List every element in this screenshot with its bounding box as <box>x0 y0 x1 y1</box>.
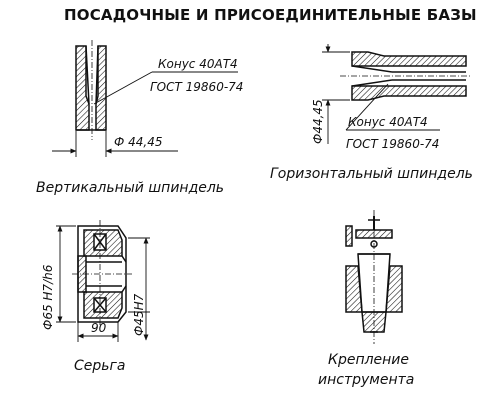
horizontal-standard-label: ГОСТ 19860-74 <box>346 137 439 151</box>
horizontal-diameter-label: Ф44,45 <box>311 99 325 144</box>
earring-width-label: 90 <box>91 321 107 335</box>
horizontal-cone-label: Конус 40АТ4 <box>348 115 428 129</box>
earring-caption: Серьга <box>74 358 125 374</box>
vertical-cone-leader <box>94 72 238 104</box>
earring-inner-fit-label: Ф45H7 <box>132 293 146 336</box>
vertical-standard-label: ГОСТ 19860-74 <box>150 80 243 94</box>
earring-inner-dimension <box>128 237 150 341</box>
earring-outer-dimension <box>56 225 76 323</box>
vertical-caption: Вертикальный шпиндель <box>36 180 224 196</box>
earring-width-dimension <box>77 322 119 342</box>
vertical-spindle-figure <box>52 40 238 157</box>
horizontal-spindle-body <box>340 52 472 100</box>
horizontal-cone-leader <box>346 84 440 130</box>
vertical-cone-label: Конус 40АТ4 <box>158 57 238 71</box>
tool-mount-caption-line1: Крепление <box>328 352 409 368</box>
page-title: ПОСАДОЧНЫЕ И ПРИСОЕДИНИТЕЛЬНЫЕ БАЗЫ <box>64 6 477 24</box>
vertical-diameter-dimension <box>52 131 178 157</box>
horizontal-spindle-figure <box>322 44 472 144</box>
tool-mount-caption-line2: инструмента <box>318 372 414 388</box>
horizontal-diameter-dimension <box>322 44 350 144</box>
earring-outer-fit-label: Ф65 H7/h6 <box>41 264 55 330</box>
horizontal-caption: Горизонтальный шпиндель <box>270 166 473 182</box>
vertical-spindle-body <box>76 40 106 140</box>
earring-figure <box>56 220 150 342</box>
earring-body <box>72 220 132 328</box>
vertical-diameter-label: Ф 44,45 <box>114 135 163 149</box>
tool-mount-figure <box>346 210 402 344</box>
tool-mount-body <box>346 210 402 344</box>
